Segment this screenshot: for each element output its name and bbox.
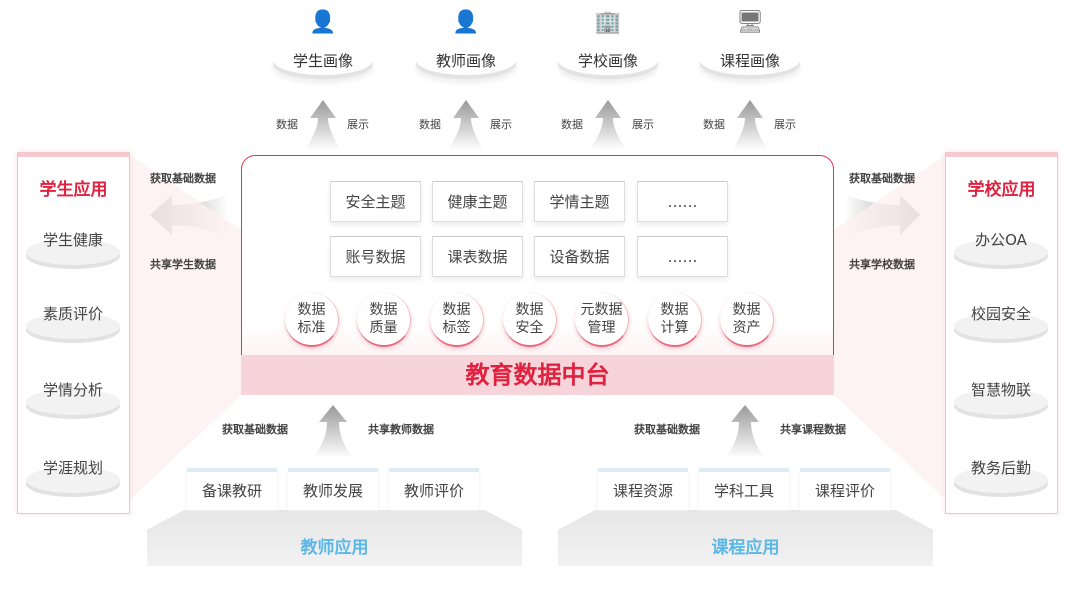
app-item-label: 学生健康 bbox=[42, 231, 103, 249]
app-item[interactable]: 素质评价 bbox=[26, 303, 120, 339]
app-item-label: 校园安全 bbox=[970, 305, 1031, 323]
share-student-data-label: 共享学生数据 bbox=[150, 258, 216, 271]
capability-label: 数据 bbox=[515, 302, 544, 318]
app-item[interactable]: 课程评价 bbox=[800, 468, 890, 510]
school-app-panel: 学校应用 办公OA 校园安全 智慧物联 教务后勤 bbox=[945, 152, 1058, 514]
data-box: …… bbox=[637, 236, 728, 277]
school-funnel bbox=[834, 155, 946, 500]
capability-circle: 数据计算 bbox=[648, 293, 702, 347]
app-item[interactable]: 学科工具 bbox=[699, 468, 789, 510]
student-app-title: 学生应用 bbox=[39, 180, 108, 200]
app-item-label: 素质评价 bbox=[42, 305, 103, 323]
data-box: 设备数据 bbox=[534, 236, 625, 277]
capability-label: 资产 bbox=[732, 320, 761, 336]
up-arrow bbox=[313, 405, 353, 458]
student-icon: 👤 bbox=[309, 10, 337, 35]
capability-label: 管理 bbox=[587, 320, 616, 336]
app-item-label: 教务后勤 bbox=[970, 459, 1031, 477]
capability-label: 标准 bbox=[297, 320, 326, 336]
share-school-data-label: 共享学校数据 bbox=[849, 258, 915, 271]
display-label: 展示 bbox=[632, 118, 654, 131]
display-label: 展示 bbox=[347, 118, 369, 131]
app-item[interactable]: 智慧物联 bbox=[954, 379, 1048, 415]
capability-label: 数据 bbox=[297, 302, 326, 318]
school-building-icon: 🏢 bbox=[594, 10, 622, 35]
topic-box: …… bbox=[637, 181, 728, 222]
topic-box: 学情主题 bbox=[534, 181, 625, 222]
app-item[interactable]: 教师评价 bbox=[389, 468, 479, 510]
app-item-label: 学情分析 bbox=[42, 381, 103, 399]
app-item[interactable]: 办公OA bbox=[954, 229, 1048, 265]
up-arrow bbox=[732, 100, 768, 150]
portrait-label: 教师画像 bbox=[435, 52, 496, 70]
data-label: 数据 bbox=[703, 118, 725, 131]
data-box: 课表数据 bbox=[432, 236, 523, 277]
capability-circle: 数据质量 bbox=[357, 293, 411, 347]
capability-label: 标签 bbox=[442, 320, 471, 336]
topic-box: 健康主题 bbox=[432, 181, 523, 222]
capability-circle: 数据安全 bbox=[503, 293, 557, 347]
school-app-title: 学校应用 bbox=[967, 180, 1036, 200]
app-item[interactable]: 教师发展 bbox=[288, 468, 378, 510]
capability-label: 计算 bbox=[660, 320, 689, 336]
teacher-app-base: 教师应用 bbox=[147, 510, 522, 566]
app-item[interactable]: 学涯规划 bbox=[26, 457, 120, 493]
up-arrow bbox=[448, 100, 484, 150]
display-label: 展示 bbox=[774, 118, 796, 131]
topic-box: 安全主题 bbox=[330, 181, 421, 222]
app-item[interactable]: 学生健康 bbox=[26, 229, 120, 265]
capability-label: 数据 bbox=[732, 302, 761, 318]
get-basic-data-label: 获取基础数据 bbox=[634, 423, 700, 436]
app-item[interactable]: 学情分析 bbox=[26, 379, 120, 415]
app-item-label: 智慧物联 bbox=[970, 381, 1031, 399]
capability-label: 质量 bbox=[369, 320, 398, 336]
data-label: 数据 bbox=[276, 118, 298, 131]
capability-circle: 数据标签 bbox=[430, 293, 484, 347]
get-basic-data-label: 获取基础数据 bbox=[150, 172, 216, 185]
app-item[interactable]: 教务后勤 bbox=[954, 457, 1048, 493]
up-arrow bbox=[590, 100, 626, 150]
capability-label: 安全 bbox=[515, 320, 544, 336]
student-funnel bbox=[130, 155, 241, 500]
data-box: 账号数据 bbox=[330, 236, 421, 277]
student-app-panel: 学生应用 学生健康 素质评价 学情分析 学涯规划 bbox=[17, 152, 130, 514]
capability-circle: 数据标准 bbox=[285, 293, 339, 347]
app-item[interactable]: 备课教研 bbox=[187, 468, 277, 510]
capability-label: 数据 bbox=[660, 302, 689, 318]
course-screen-icon: 🖥 bbox=[736, 10, 764, 35]
capability-label: 元数据 bbox=[580, 302, 623, 318]
app-item[interactable]: 校园安全 bbox=[954, 303, 1048, 339]
app-item-label: 学涯规划 bbox=[42, 459, 103, 477]
portrait-label: 学校画像 bbox=[577, 52, 638, 70]
get-basic-data-label: 获取基础数据 bbox=[222, 423, 288, 436]
get-basic-data-label: 获取基础数据 bbox=[849, 172, 915, 185]
up-arrow bbox=[725, 405, 765, 458]
platform-title: 教育数据中台 bbox=[241, 355, 834, 395]
teacher-icon: 👤 bbox=[452, 10, 480, 35]
app-item-label: 办公OA bbox=[975, 231, 1027, 249]
up-arrow bbox=[305, 100, 341, 150]
capability-label: 数据 bbox=[369, 302, 398, 318]
capability-label: 数据 bbox=[442, 302, 471, 318]
share-teacher-data-label: 共享教师数据 bbox=[368, 423, 434, 436]
capability-circle: 数据资产 bbox=[720, 293, 774, 347]
portrait-label: 学生画像 bbox=[292, 52, 353, 70]
data-label: 数据 bbox=[419, 118, 441, 131]
display-label: 展示 bbox=[490, 118, 512, 131]
app-item[interactable]: 课程资源 bbox=[598, 468, 688, 510]
capability-circle: 元数据管理 bbox=[575, 293, 629, 347]
course-app-base: 课程应用 bbox=[558, 510, 933, 566]
share-course-data-label: 共享课程数据 bbox=[780, 423, 846, 436]
data-label: 数据 bbox=[561, 118, 583, 131]
portrait-label: 课程画像 bbox=[719, 52, 780, 70]
